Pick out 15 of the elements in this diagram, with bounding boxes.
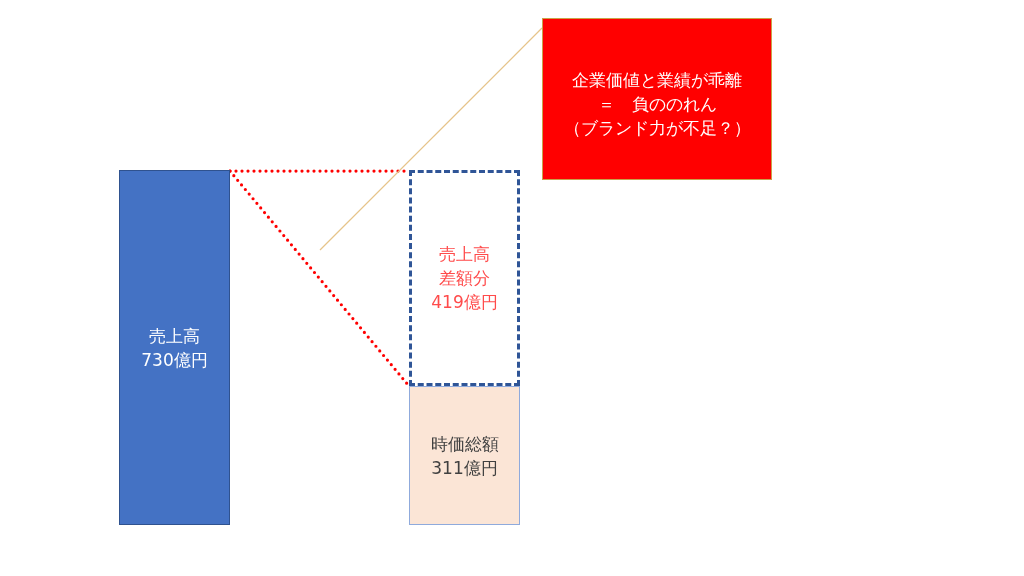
label-text: 311億円	[431, 456, 498, 480]
bar	[119, 170, 230, 525]
label-text: 時価総額	[430, 432, 499, 456]
callout-box	[542, 18, 772, 180]
label-text: 730億円	[141, 348, 208, 372]
label-text: 差額分	[439, 267, 490, 290]
label-text: 企業価値と業績が乖離	[572, 69, 742, 92]
label-text: ＝ 負ののれん	[597, 93, 717, 116]
label-text: 419億円	[431, 291, 498, 314]
bar	[409, 386, 520, 525]
dotted-line	[228, 169, 411, 388]
leader-line	[319, 27, 543, 251]
label-text: 売上高	[439, 243, 490, 266]
label-text: （ブランド力が不足？）	[563, 117, 751, 140]
label-text: 売上高	[149, 324, 200, 348]
